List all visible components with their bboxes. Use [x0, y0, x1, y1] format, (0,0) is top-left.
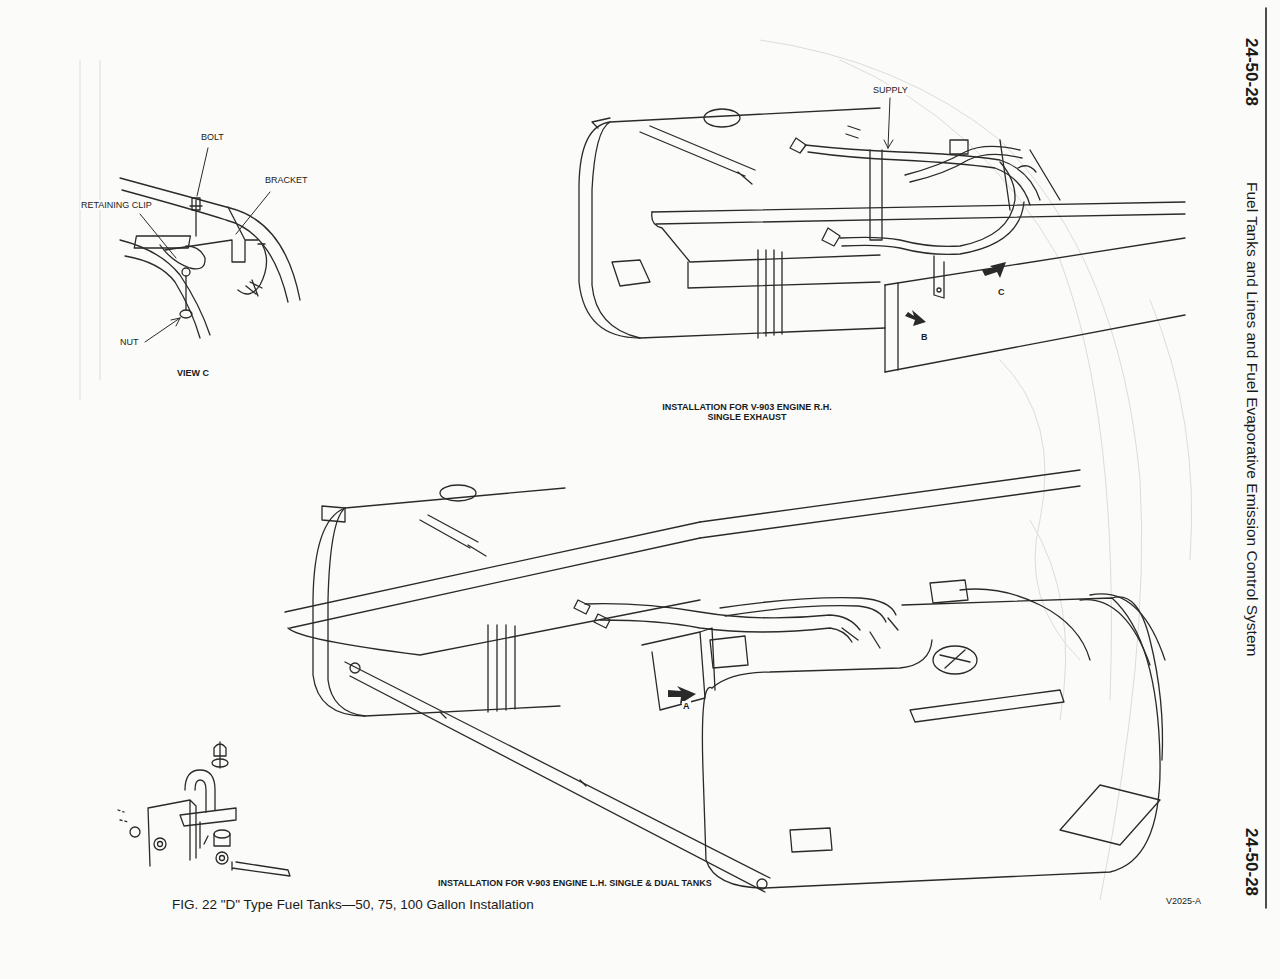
- part-name: SUPPLY: [872, 85, 909, 95]
- leader-line: [884, 98, 893, 148]
- show-through: [80, 40, 1192, 900]
- part-name: BOLT: [200, 132, 225, 142]
- running-head: Fuel Tanks and Lines and Fuel Evaporativ…: [1243, 182, 1261, 656]
- lh-installation: [285, 470, 1165, 892]
- part-name: RETAINING CLIP: [80, 200, 153, 210]
- part-name: BRACKET: [264, 175, 309, 185]
- page-number: 24-50-28: [1241, 828, 1261, 896]
- part-name: NUT: [119, 337, 140, 347]
- view-arrow: [668, 262, 1006, 704]
- figure-caption: FIG. 22 "D" Type Fuel Tanks—50, 75, 100 …: [172, 897, 534, 913]
- leader-line: [140, 148, 270, 342]
- view-label: VIEW C: [176, 368, 210, 378]
- view-callout: B: [920, 332, 929, 342]
- rh-installation: [579, 108, 1185, 372]
- drawing-number: V2025-A: [1165, 896, 1202, 906]
- installation-note: INSTALLATION FOR V-903 ENGINE R.H. SINGL…: [652, 402, 842, 423]
- view-callout: A: [682, 701, 691, 711]
- page-number: 24-50-28: [1241, 38, 1261, 106]
- page-rule: [1265, 8, 1267, 908]
- installation-note: INSTALLATION FOR V-903 ENGINE L.H. SINGL…: [437, 878, 713, 888]
- clip-detail: [118, 742, 290, 876]
- view-callout: C: [997, 287, 1006, 297]
